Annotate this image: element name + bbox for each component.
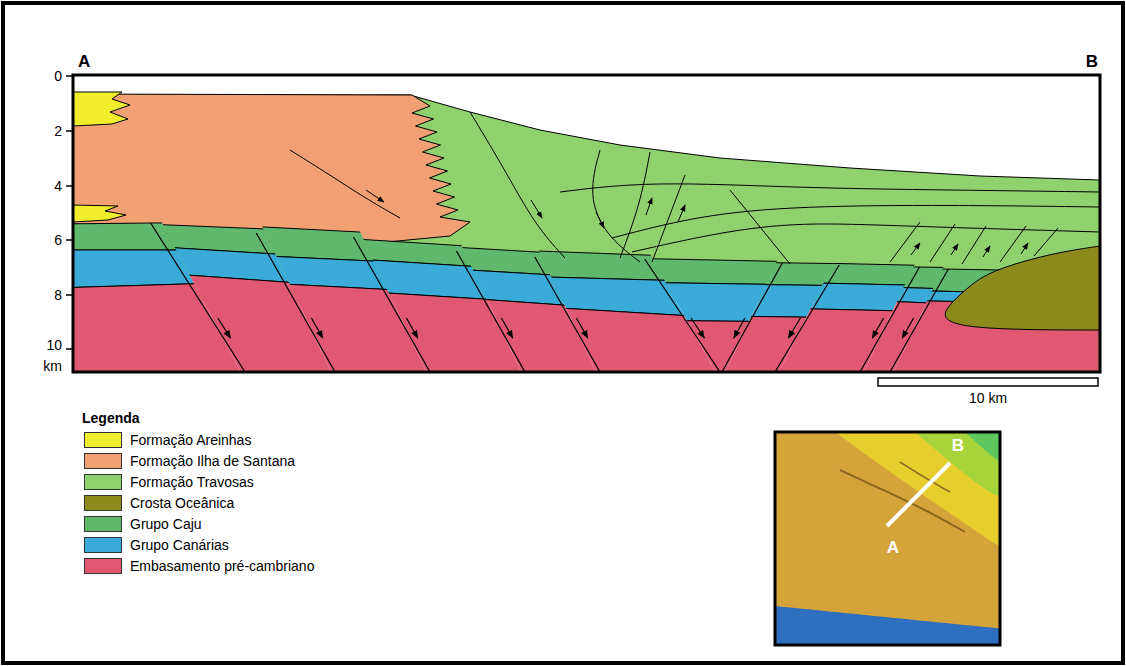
fault-arrow <box>1021 243 1028 254</box>
fault-arrow <box>311 318 322 338</box>
fault-arrow <box>406 318 417 338</box>
fault-or-bed-line <box>620 152 650 258</box>
fault-arrow <box>218 318 231 338</box>
depth-number: 6 <box>54 232 62 248</box>
fault-arrow <box>691 318 704 338</box>
legend-text: Formação Ilha de Santana <box>130 453 295 469</box>
legend-swatch <box>84 495 122 511</box>
depth-number: 2 <box>54 123 62 139</box>
scale-label: 10 km <box>969 390 1007 406</box>
section-end-label: B <box>1086 52 1098 72</box>
location-map <box>775 425 1009 650</box>
fault-arrow <box>596 212 604 228</box>
fault-or-bed-line <box>560 184 1100 192</box>
fault-arrow <box>788 318 800 338</box>
map-slope <box>835 432 1000 546</box>
fault-or-bed-line <box>652 175 685 262</box>
legend-text: Grupo Caju <box>130 516 202 532</box>
depth-number: 4 <box>54 178 62 194</box>
areinhas-formation <box>73 205 126 222</box>
depth-tick <box>66 185 73 187</box>
legend-swatch <box>84 516 122 532</box>
normal-fault <box>722 263 782 372</box>
normal-fault <box>860 267 920 372</box>
depth-number: 8 <box>54 287 62 303</box>
depth-tick <box>66 294 73 296</box>
fault-or-bed-line <box>730 190 790 264</box>
depth-tick <box>66 348 73 350</box>
section-frame <box>73 75 1100 372</box>
fault-or-bed-line <box>632 224 1100 252</box>
normal-fault <box>775 265 839 372</box>
map-end-label: B <box>952 436 964 456</box>
areinhas-formation <box>73 92 130 126</box>
legend-text: Formação Areinhas <box>130 432 251 448</box>
legend-text: Grupo Canárias <box>130 537 229 553</box>
map-deep <box>965 432 1000 462</box>
fault-or-bed-line <box>890 222 920 262</box>
legend-text: Formação Travosas <box>130 474 254 490</box>
legend-swatch <box>84 453 122 469</box>
normal-fault <box>890 269 948 372</box>
section-end-label: A <box>78 52 90 72</box>
fault-or-bed-line <box>612 205 1100 238</box>
section-trace <box>887 463 950 526</box>
fault-arrow <box>951 244 958 255</box>
fault-arrow <box>911 243 920 255</box>
legend-swatch <box>84 474 122 490</box>
fault-arrow <box>531 200 542 218</box>
fault-arrow <box>366 190 384 202</box>
legend-heading: Legenda <box>82 410 140 426</box>
map-canyon <box>840 470 965 532</box>
scale-bar <box>878 378 1098 386</box>
legend-text: Embasamento pré-cambriano <box>130 558 314 574</box>
map-frame <box>775 432 1000 645</box>
legend-swatch <box>84 558 122 574</box>
normal-fault <box>456 251 525 372</box>
legend-swatch <box>84 537 122 553</box>
normal-fault <box>256 233 335 372</box>
fault-arrow <box>501 318 512 338</box>
fault-arrow <box>678 205 685 222</box>
fault-or-bed-line <box>1000 226 1026 262</box>
fault-or-bed-line <box>593 150 640 262</box>
oceanic-crust <box>945 246 1100 330</box>
fault-arrow <box>646 198 652 215</box>
depth-number: 10 <box>46 337 62 353</box>
depth-unit: km <box>43 358 62 374</box>
normal-fault <box>535 257 600 372</box>
depth-axis <box>72 75 74 372</box>
fault-or-bed-line <box>290 150 400 218</box>
fault-or-bed-line <box>930 224 955 262</box>
svg-part <box>775 432 1000 645</box>
fault-or-bed-line <box>1034 228 1058 256</box>
map-land <box>775 598 1000 645</box>
fault-or-bed-line <box>962 226 986 264</box>
fault-arrow <box>983 246 990 257</box>
section <box>73 92 1100 372</box>
depth-number: 0 <box>54 68 62 84</box>
fault-arrow <box>734 318 745 338</box>
legend-text: Crosta Oceânica <box>130 495 234 511</box>
fault-arrow <box>902 318 913 338</box>
depth-tick <box>66 130 73 132</box>
fault-or-bed-line <box>470 112 565 258</box>
normal-fault <box>354 237 431 372</box>
map-end-label: A <box>887 538 899 558</box>
normal-fault <box>645 259 720 372</box>
depth-tick <box>66 75 73 77</box>
depth-tick <box>66 239 73 241</box>
legend-swatch <box>84 432 122 448</box>
fault-arrow <box>576 318 587 338</box>
outer-frame <box>3 3 1123 663</box>
normal-fault <box>151 223 245 372</box>
fault-arrow <box>872 318 883 338</box>
